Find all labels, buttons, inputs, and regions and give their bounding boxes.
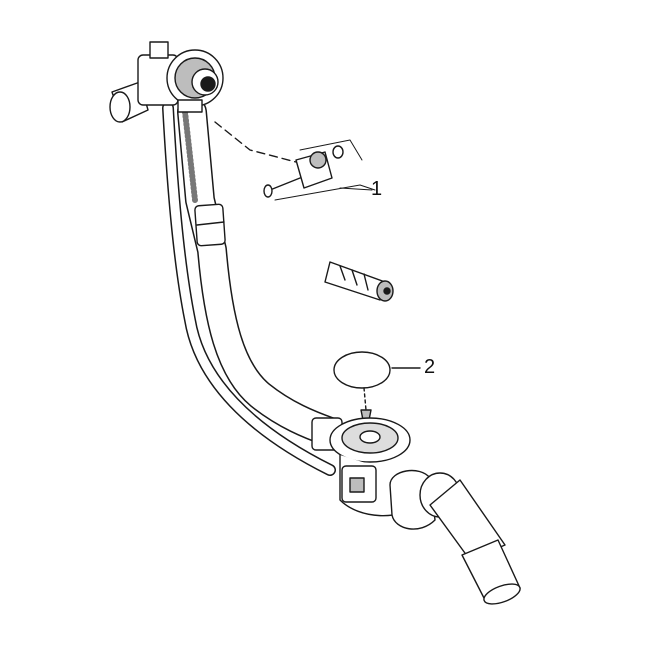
part-1-cartridge (263, 139, 376, 201)
callout-1-label: 1 (371, 178, 383, 200)
part-2-drain-cap (333, 351, 421, 421)
assembly-dashed-line (214, 121, 297, 163)
main-hose (177, 97, 345, 447)
plunger-part (324, 261, 394, 302)
drain-body (311, 417, 421, 517)
overflow-fitting (109, 41, 224, 123)
callout-2-label: 2 (424, 356, 436, 378)
trap-outlet (389, 469, 521, 605)
overflow-hose-thin (162, 102, 336, 476)
